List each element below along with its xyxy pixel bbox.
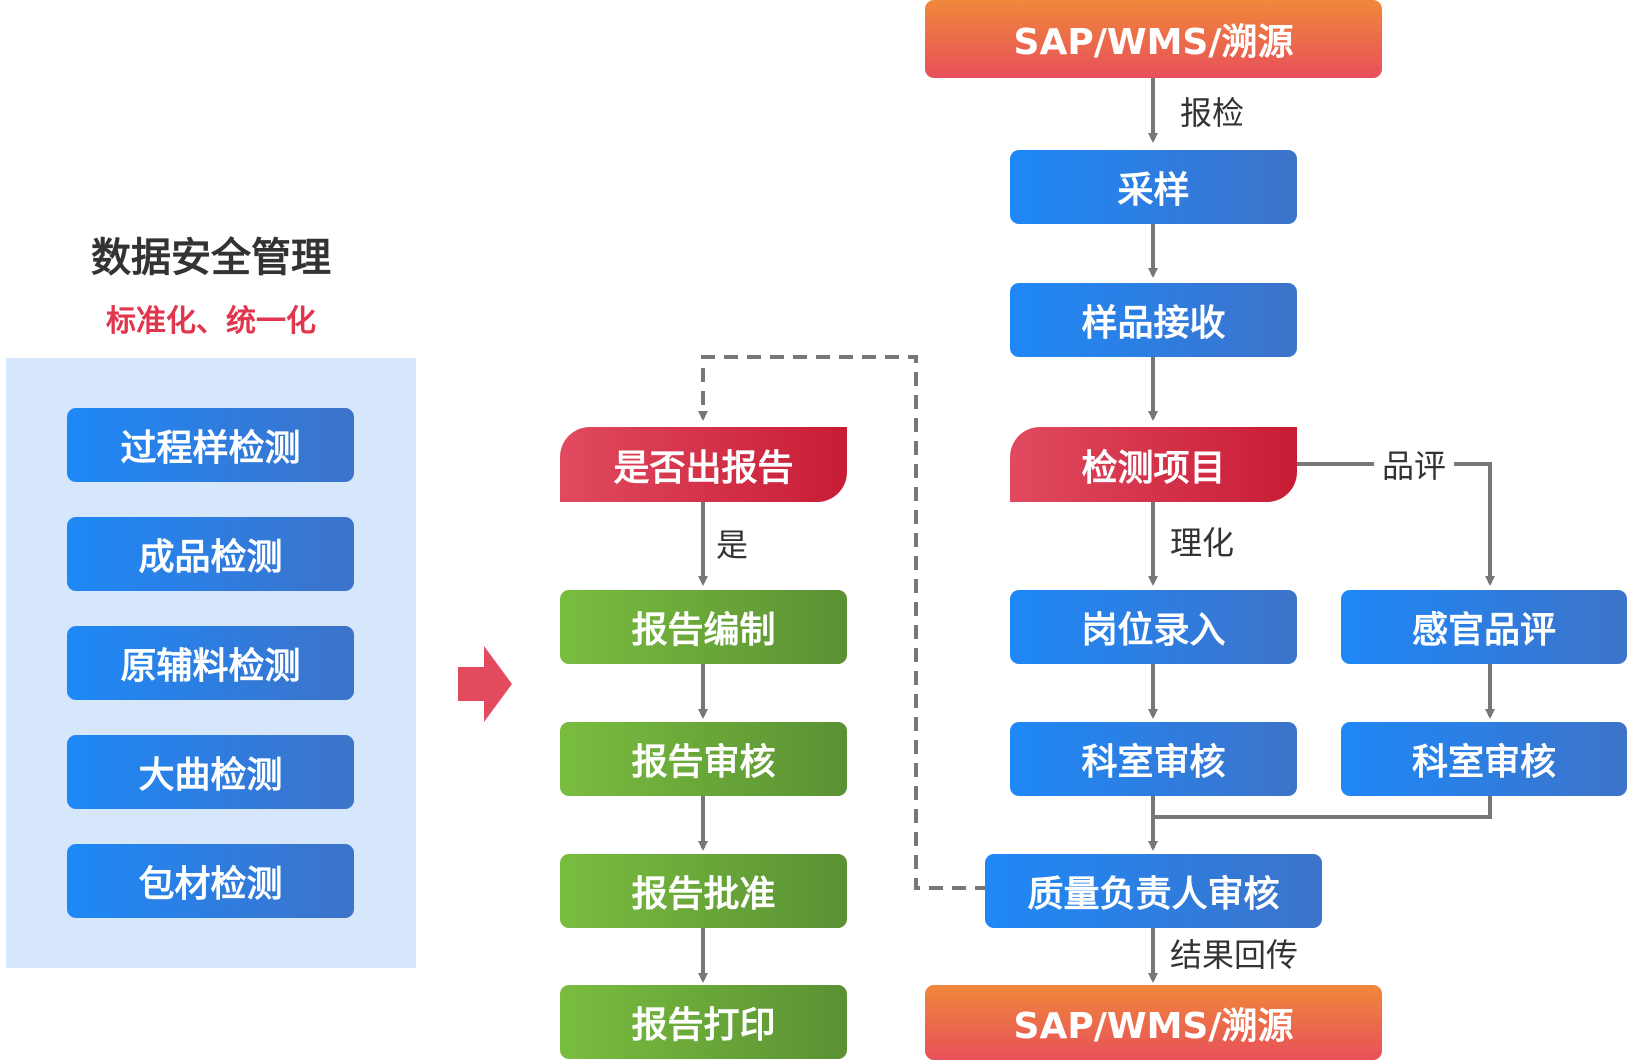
node-quality-review: 质量负责人审核 [985, 854, 1322, 928]
panel-subtitle: 标准化、统一化 [106, 304, 316, 339]
category-raw-material: 原辅料检测 [67, 626, 354, 700]
panel-title: 数据安全管理 [91, 235, 331, 281]
category-packaging: 包材检测 [67, 844, 354, 918]
connector-lab-review-right-merge [1153, 796, 1492, 819]
edge-label-result-return: 结果回传 [1170, 936, 1299, 974]
node-sampling: 采样 [1010, 150, 1297, 224]
edge-label-physicochemical: 理化 [1170, 524, 1235, 562]
category-daqu: 大曲检测 [67, 735, 354, 809]
node-report-approve: 报告批准 [560, 854, 847, 928]
node-source-bottom: SAP/WMS/溯源 [925, 985, 1382, 1060]
node-report-compile: 报告编制 [560, 590, 847, 664]
node-report-print: 报告打印 [560, 985, 847, 1059]
category-finished-product: 成品检测 [67, 517, 354, 591]
node-source-top: SAP/WMS/溯源 [925, 0, 1382, 78]
edge-label-yes: 是 [716, 526, 749, 564]
node-lab-review-right: 科室审核 [1341, 722, 1627, 796]
node-test-items: 检测项目 [1010, 427, 1297, 502]
node-post-entry: 岗位录入 [1010, 590, 1297, 664]
node-lab-review-left: 科室审核 [1010, 722, 1297, 796]
edge-label-inspect: 报检 [1180, 94, 1245, 132]
edge-label-tasting: 品评 [1374, 446, 1455, 486]
node-sensory-eval: 感官品评 [1341, 590, 1627, 664]
category-process-sample: 过程样检测 [67, 408, 354, 482]
node-sample-receive: 样品接收 [1010, 283, 1297, 357]
node-report-review: 报告审核 [560, 722, 847, 796]
node-report-decision: 是否出报告 [560, 427, 847, 502]
transition-arrow [458, 646, 512, 722]
